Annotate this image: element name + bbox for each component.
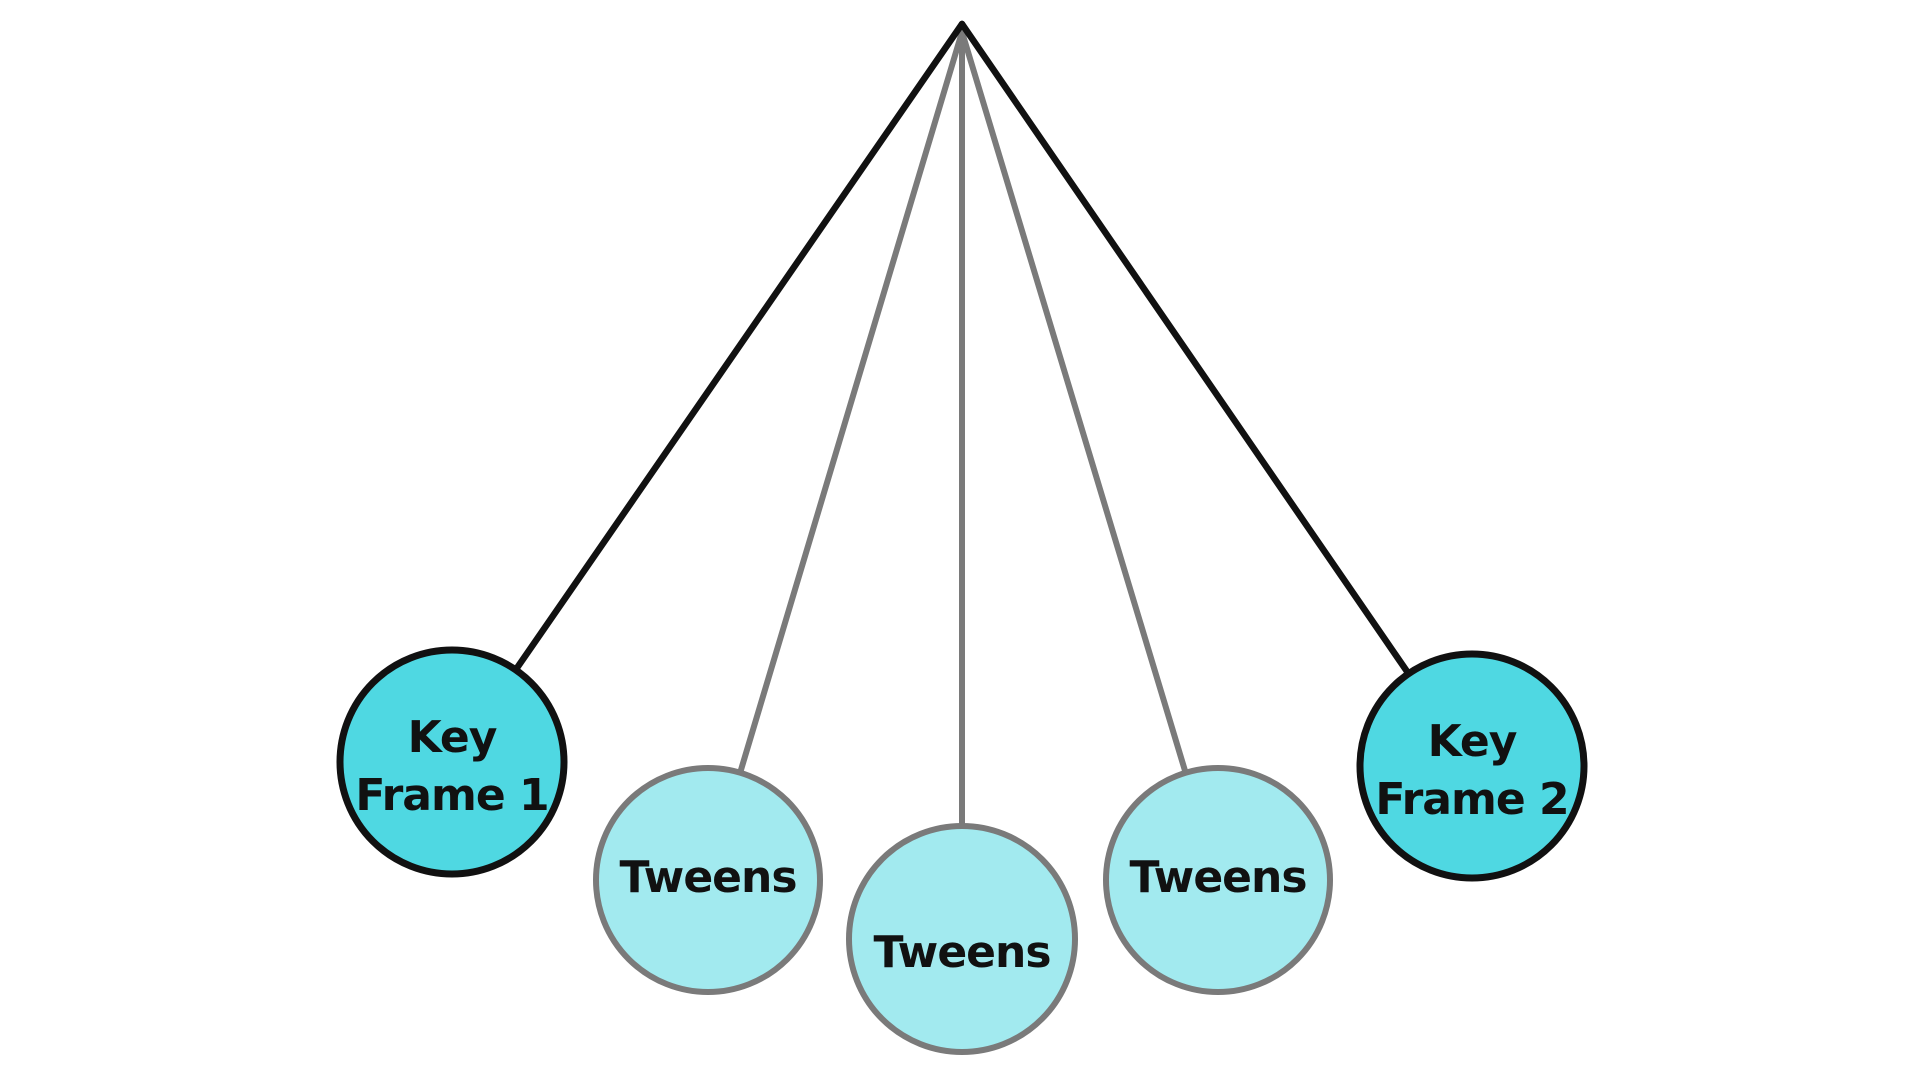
string-keyframe-1 (448, 20, 966, 766)
tween-left-label: Tweens (619, 852, 796, 903)
tween-left-circle (593, 765, 823, 995)
keyframe-2-label-line2: Frame 2 (1375, 774, 1568, 825)
pendulum-strings (448, 20, 1476, 942)
node-keyframe-2: Key Frame 2 (1356, 650, 1588, 882)
node-keyframe-1: Key Frame 1 (336, 646, 568, 878)
tween-middle-circle (846, 823, 1078, 1055)
keyframe-1-circle (336, 646, 568, 878)
string-keyframe-2 (958, 20, 1476, 770)
node-tween-left: Tweens (593, 765, 823, 995)
keyframe-2-circle (1356, 650, 1588, 882)
node-tween-middle: Tweens (846, 823, 1078, 1055)
keyframe-1-label-line2: Frame 1 (355, 770, 548, 821)
node-tween-right: Tweens (1103, 765, 1333, 995)
tween-right-circle (1103, 765, 1333, 995)
keyframe-2-label-line1: Key (1428, 716, 1517, 767)
string-tween-right (959, 29, 1221, 883)
string-tween-left (705, 29, 965, 883)
tween-middle-label: Tweens (873, 927, 1050, 978)
tween-right-label: Tweens (1129, 852, 1306, 903)
keyframe-1-label-line1: Key (408, 712, 497, 763)
